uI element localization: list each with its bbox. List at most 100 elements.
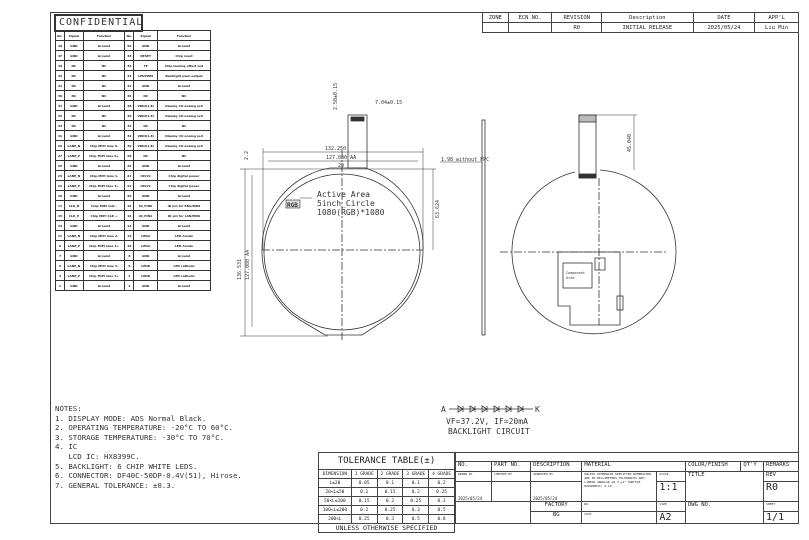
led-diode: [493, 405, 500, 413]
tolerance-cell: 0.2: [428, 478, 455, 488]
led-diode: [457, 405, 464, 413]
tolerance-cell: 200<L: [318, 514, 352, 524]
tolerance-cell: 20<L≤50: [318, 487, 352, 497]
title-block-header: MATERIAL: [581, 461, 686, 472]
led-diode: [517, 405, 524, 413]
drawn-by-label: DRAWN BY: [454, 471, 493, 482]
anode-label: A: [441, 405, 446, 414]
component-area-label-2: Area: [566, 276, 574, 280]
note-line: 6. CONNECTOR: DF40C-50DP-0.4V(51), Hiros…: [55, 471, 242, 481]
note-line: NOTES:: [55, 404, 82, 413]
note-line: 1. DISPLAY MODE: ADS Normal Black.: [55, 413, 207, 423]
scale-value: 1:1: [656, 481, 686, 502]
revision-cell: INITIAL RELEASE: [601, 22, 694, 33]
tolerance-footer: UNLESS OTHERWISE SPECIFIED: [318, 523, 455, 533]
tolerance-cell: 0.1: [350, 487, 378, 497]
notes: NOTES:1. DISPLAY MODE: ADS Normal Black.…: [55, 404, 242, 490]
pin-cell: 1: [54, 280, 66, 291]
tolerance-note: UNLESS OTHERWISE SPECIFIED DIMENSIONS AR…: [581, 471, 658, 502]
note-line: 7. GENERAL TOLERANCE: ±0.3.: [55, 480, 176, 490]
tolerance-header: 2 GRADE: [376, 469, 404, 479]
dim-fpc-length: 45.040: [627, 134, 633, 152]
connector: [350, 116, 365, 122]
dim-top: 2.2: [244, 151, 250, 160]
active-area-label: Active Area: [317, 190, 370, 199]
title-block-header: COLOR/FINISH: [684, 461, 742, 472]
rgb-label-box: [285, 199, 301, 209]
drawn-date: 2025/05/24: [454, 481, 493, 502]
tolerance-cell: 0.1: [376, 478, 404, 488]
rgb-label: RGB: [287, 202, 298, 209]
tolerance-header: DIMENSION: [318, 469, 352, 479]
factory-label: FACTORY: [530, 501, 583, 512]
led-diode: [481, 405, 488, 413]
tolerance-cell: 0.25: [402, 496, 430, 506]
side-view: [481, 119, 486, 336]
component-area: [562, 262, 593, 289]
title-block-header: DESCRIPTION: [530, 461, 583, 472]
revision-cell: 2025/05/24: [692, 22, 756, 33]
title-block-header: REMARKS: [763, 461, 799, 472]
dim-aa-height: 127.080 AA: [245, 250, 251, 280]
tolerance-cell: L≤20: [318, 478, 352, 488]
note-line: 4. IC: [55, 442, 78, 452]
tolerance-cell: 0.5: [428, 505, 455, 515]
sheet-label: SHEET: [763, 501, 799, 512]
led-diode-chain: [457, 405, 524, 413]
tolerance-cell: 50<L≤100: [318, 496, 352, 506]
tolerance-cell: 0.05: [350, 478, 378, 488]
backlight-spec: VF=37.2V, IF=20mA: [446, 417, 528, 426]
tolerance-cell: 0.1: [402, 478, 430, 488]
dim-fpc-height: 2.50±0.15: [333, 83, 339, 110]
size-label: SIZE: [656, 501, 686, 512]
note-line: 2. OPERATING TEMPERATURE: -20°C TO 60°C.: [55, 423, 233, 433]
title-block-header: PART NO.: [491, 461, 532, 472]
tolerance-header: 1 GRADE: [350, 469, 378, 479]
tolerance-cell: 0.5: [402, 514, 430, 524]
dim-outline-width: 132.250: [325, 146, 346, 152]
tolerance-cell: 0.3: [402, 505, 430, 515]
tolerance-cell: 0.8: [428, 514, 455, 524]
factory-value: BG: [530, 511, 583, 524]
checked-by-label: CHECKED BY: [491, 471, 532, 482]
rev-label: REV: [763, 471, 799, 482]
tolerance-cell: 0.2: [350, 505, 378, 515]
tolerance-header: 3 GRADE: [402, 469, 430, 479]
tolerance-cell: 0.2: [376, 496, 404, 506]
pin-cell: 2: [124, 280, 135, 291]
approved-date: 2025/05/24: [530, 481, 583, 502]
tolerance-cell: 0.2: [402, 487, 430, 497]
led-diode: [469, 405, 476, 413]
dim-side: 63.624: [435, 200, 441, 218]
tolerance-cell: 0.15: [350, 496, 378, 506]
dim-fpc-width: 7.04±0.15: [375, 100, 402, 106]
rev-value: R0: [763, 481, 799, 502]
no-label: NO.: [581, 501, 658, 512]
tolerance-cell: 0.15: [376, 487, 404, 497]
rear-view: [511, 169, 677, 335]
tolerance-cell: 0.3: [428, 496, 455, 506]
sheet-value: 1/1: [763, 511, 799, 524]
tolerance-title: TOLERANCE TABLE(±): [318, 452, 455, 470]
tolerance-cell: 0.25: [376, 505, 404, 515]
approved-by-label: APPROVED BY: [530, 471, 583, 482]
customer-label: CUST: [581, 511, 658, 524]
title-block-header: NO.: [454, 461, 493, 472]
cathode-label: K: [535, 405, 540, 414]
tolerance-header: 4 GRADE: [428, 469, 455, 479]
scale-label: SCALE: [656, 471, 686, 482]
panel-size-label: 5inch_Circle: [317, 199, 375, 208]
